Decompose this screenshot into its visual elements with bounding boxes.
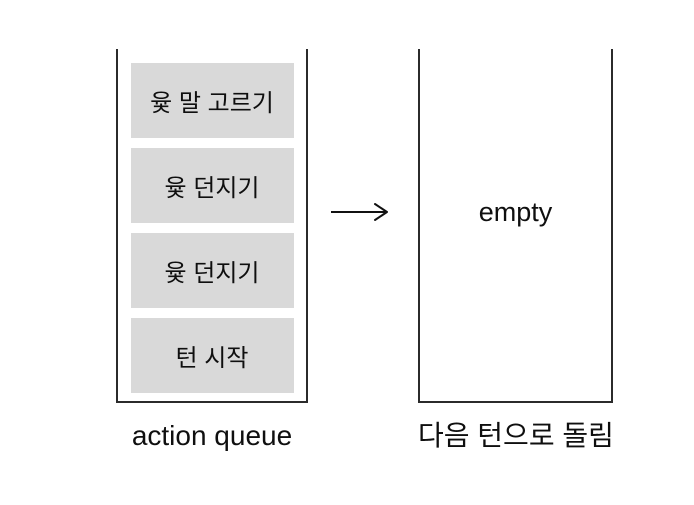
empty-state-text: empty (478, 197, 553, 227)
action-queue-container: 윷 말 고르기 윷 던지기 윷 던지기 턴 시작 (116, 49, 308, 403)
queue-item: 윷 말 고르기 (130, 63, 294, 138)
next-turn-container: empty (418, 49, 613, 403)
action-queue-label: action queue (131, 420, 293, 451)
queue-item: 윷 던지기 (130, 233, 294, 308)
right-arrow-icon (331, 203, 388, 221)
queue-item: 윷 던지기 (130, 148, 294, 223)
queue-item: 턴 시작 (130, 318, 294, 393)
next-turn-label: 다음 턴으로 돌림 (418, 420, 614, 451)
